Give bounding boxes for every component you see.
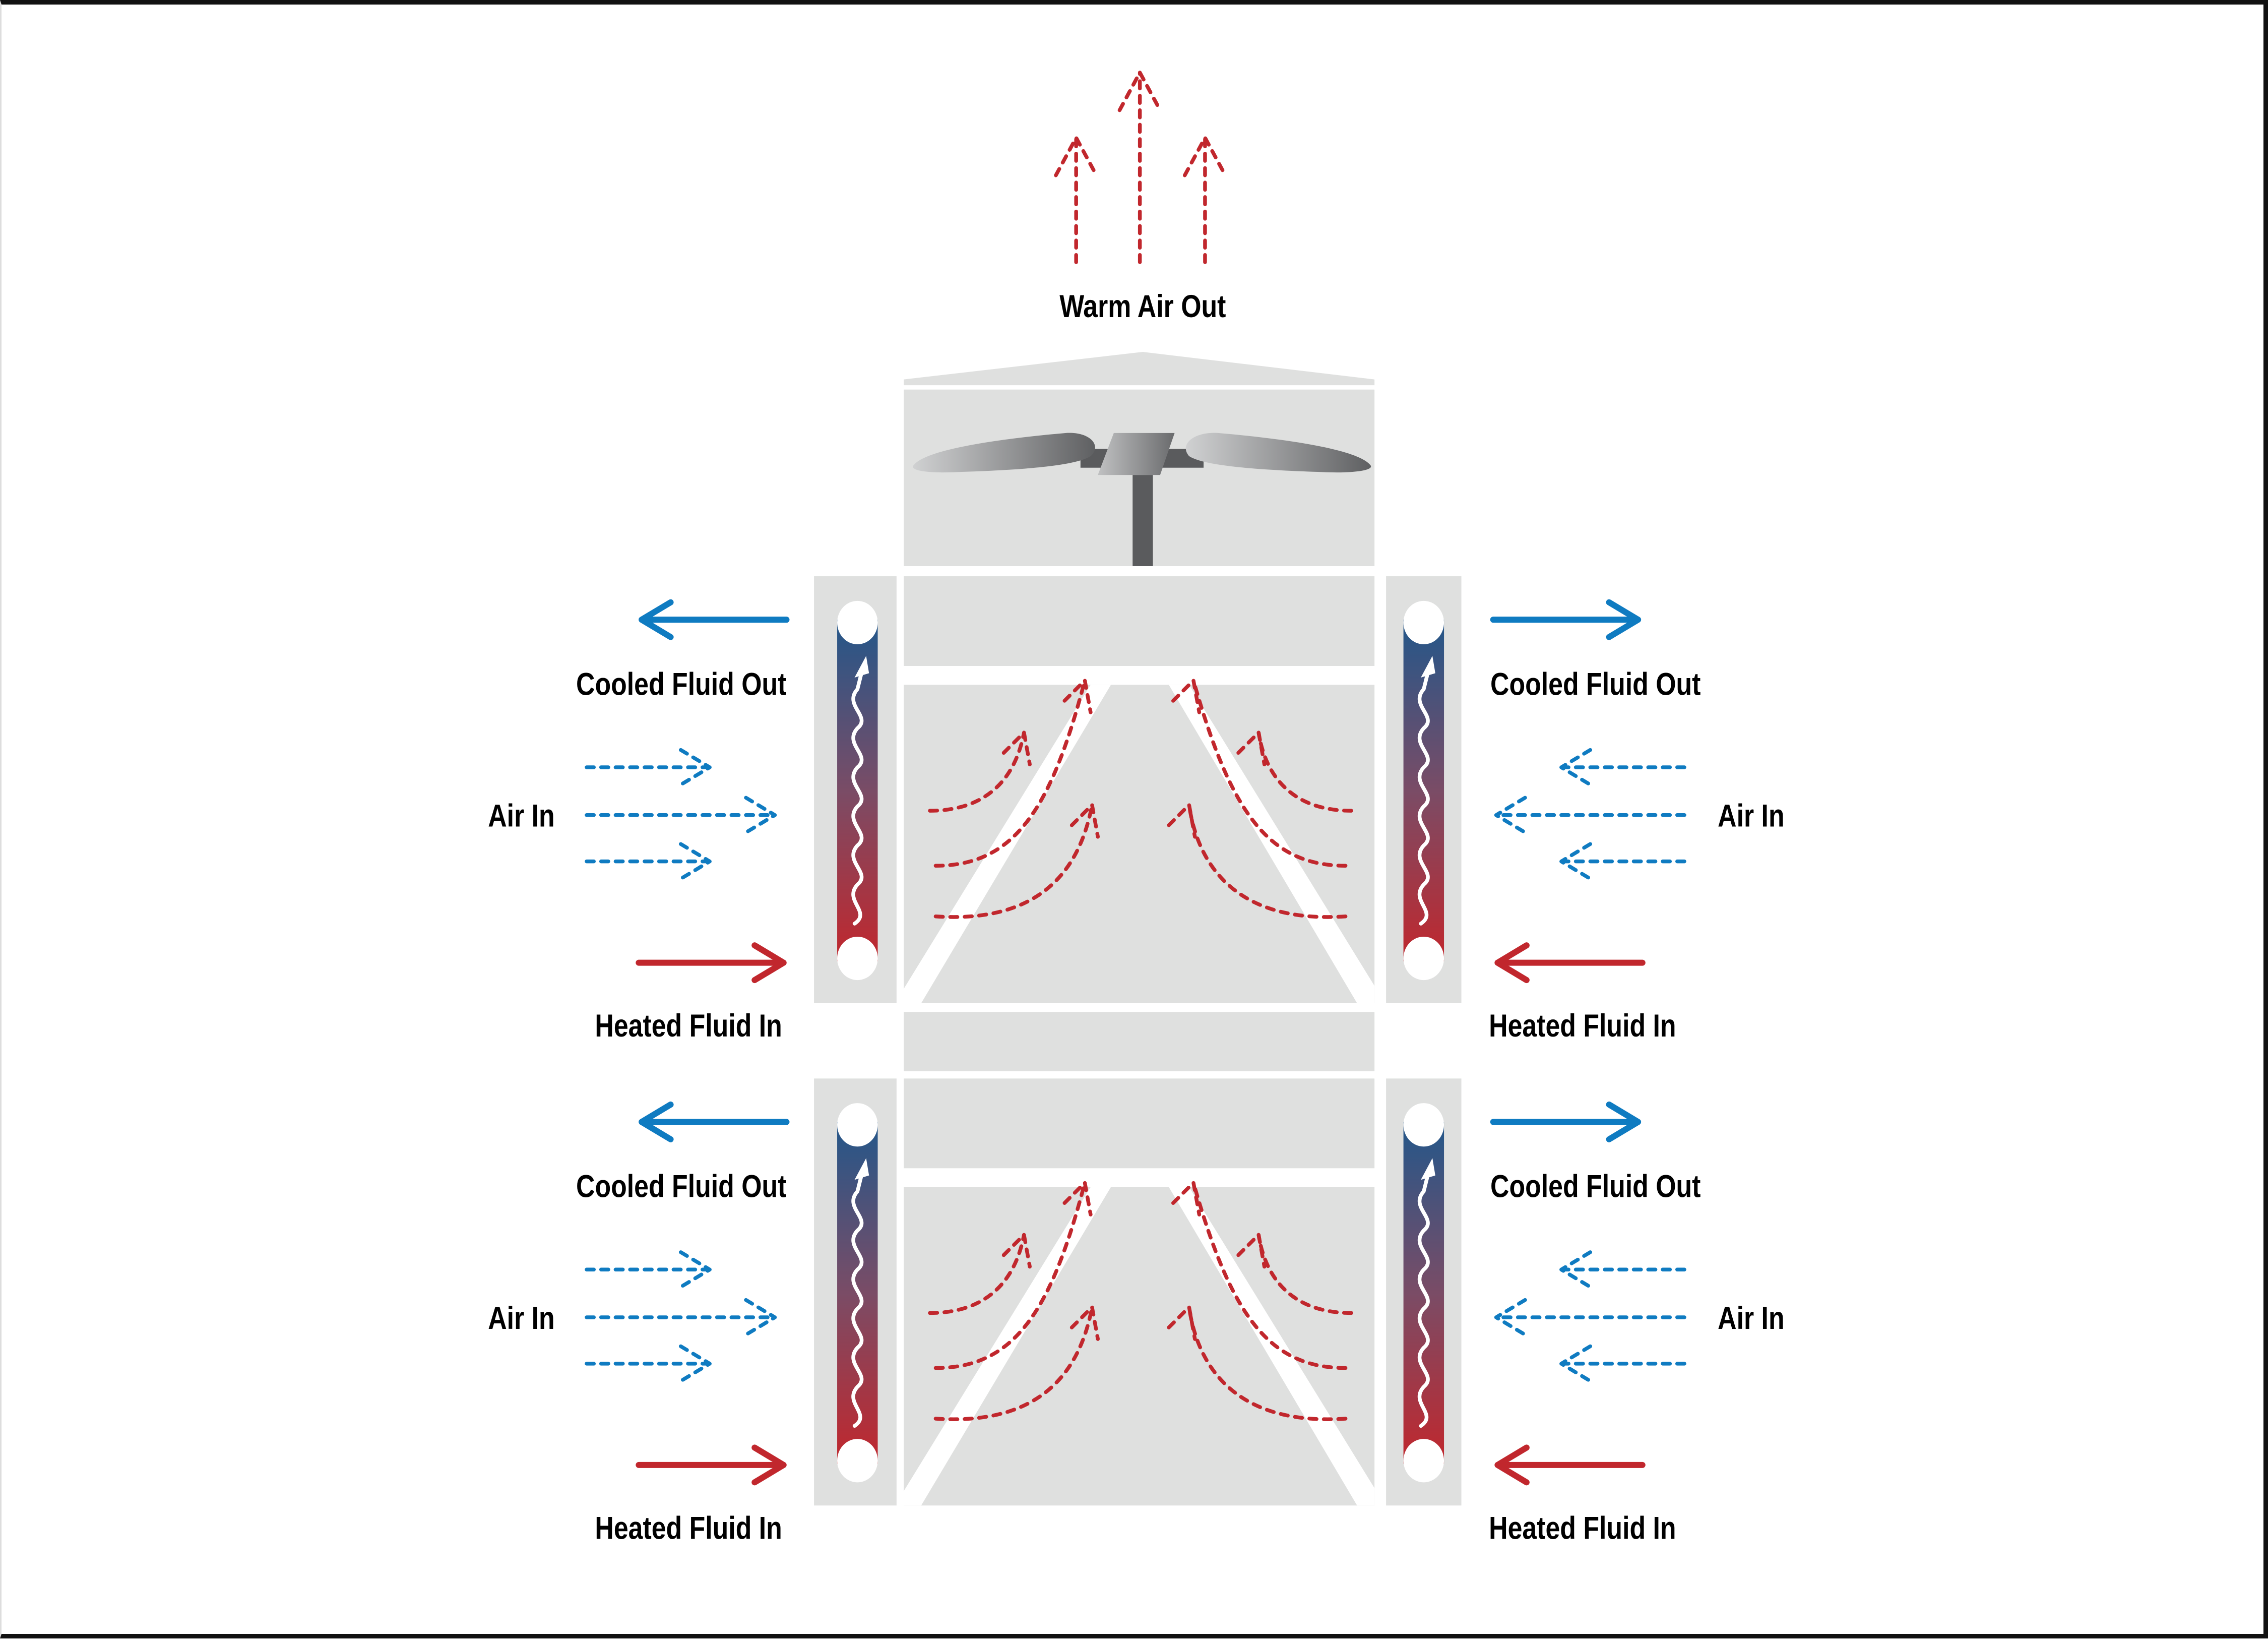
heated-fluid-in-label: Heated Fluid In xyxy=(1489,1008,1676,1044)
heated-fluid-in-label: Heated Fluid In xyxy=(595,1511,782,1546)
coil-tube-icon xyxy=(1403,600,1444,981)
air-in-arrows xyxy=(585,748,777,881)
internal-airflow-arrow xyxy=(933,1181,1093,1370)
air-in-arrows xyxy=(1494,748,1686,881)
internal-airflow-arrow xyxy=(1236,1233,1353,1315)
louver-right xyxy=(1169,1187,1375,1506)
coil-tube-icon xyxy=(1403,1103,1444,1483)
fan-icon xyxy=(913,433,1371,566)
air-in-label: Air In xyxy=(488,1301,554,1336)
internal-airflow-arrow xyxy=(1236,731,1353,813)
distribution-chamber xyxy=(904,1078,1375,1169)
warm-air-arrow xyxy=(1182,136,1227,264)
coil-tube-icon xyxy=(837,600,878,981)
cooled-fluid-out-arrow xyxy=(639,599,790,640)
air-in-label: Air In xyxy=(1718,799,1784,834)
cooled-fluid-out-label: Cooled Fluid Out xyxy=(1490,1169,1700,1204)
heated-fluid-in-label: Heated Fluid In xyxy=(1489,1511,1676,1546)
warm-air-out-label: Warm Air Out xyxy=(1059,289,1226,324)
internal-airflow-arrow xyxy=(1171,679,1348,868)
coil-tube-icon xyxy=(837,1103,878,1483)
fan-hub xyxy=(1098,433,1175,475)
internal-airflow-arrow xyxy=(928,1233,1032,1315)
cooled-fluid-out-arrow xyxy=(1490,1101,1642,1142)
distribution-chamber xyxy=(904,576,1375,666)
internal-airflow-arrow xyxy=(933,679,1093,868)
internal-airflow-arrow xyxy=(928,731,1032,813)
air-in-label: Air In xyxy=(1718,1301,1784,1336)
cooled-fluid-out-arrow xyxy=(639,1101,790,1142)
middle-plenum xyxy=(904,1012,1375,1071)
heated-fluid-in-label: Heated Fluid In xyxy=(595,1008,782,1044)
internal-airflow-arrow xyxy=(933,1305,1100,1421)
heated-fluid-in-arrow xyxy=(1494,942,1646,984)
internal-airflow-arrow xyxy=(1171,1181,1348,1370)
heated-fluid-in-arrow xyxy=(1494,1444,1646,1486)
cooled-fluid-out-label: Cooled Fluid Out xyxy=(576,1169,786,1204)
heated-fluid-in-arrow xyxy=(636,1444,787,1486)
fan-blade-left xyxy=(913,433,1095,473)
louver-right xyxy=(1169,685,1375,1004)
internal-airflow-arrow xyxy=(933,803,1100,919)
fan-housing xyxy=(904,352,1375,566)
air-in-arrows xyxy=(585,1250,777,1383)
internal-airflow-arrow xyxy=(1167,803,1348,919)
warm-air-out-arrows xyxy=(1054,71,1227,264)
air-in-arrows xyxy=(1494,1250,1686,1383)
internal-airflow-arrow xyxy=(1167,1305,1348,1421)
fan-blade-right xyxy=(1185,433,1371,473)
cooled-fluid-out-label: Cooled Fluid Out xyxy=(1490,667,1700,702)
roof xyxy=(904,352,1375,386)
warm-air-arrow xyxy=(1117,71,1162,264)
fill-chamber xyxy=(904,685,1375,1004)
air-in-label: Air In xyxy=(488,799,554,834)
warm-air-arrow xyxy=(1054,136,1099,264)
heated-fluid-in-arrow xyxy=(636,942,787,984)
cooled-fluid-out-label: Cooled Fluid Out xyxy=(576,667,786,702)
fan-shaft xyxy=(1132,475,1153,566)
cooled-fluid-out-arrow xyxy=(1490,599,1642,640)
fill-chamber xyxy=(904,1187,1375,1506)
